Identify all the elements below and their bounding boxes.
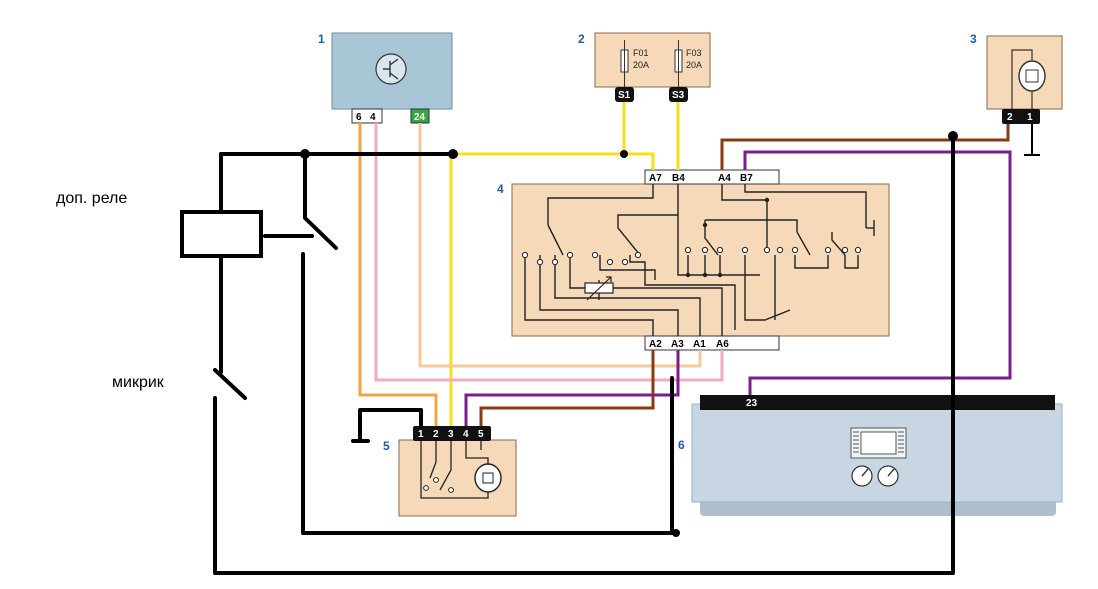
wire-black-relay-output [301,252,674,535]
c4-pin-a1: A1 [693,339,706,350]
c5-pin-2: 2 [433,429,439,440]
component-2: F01 20A F03 20A S1 S3 2 [578,32,711,102]
fuse-f01-rating: 20A [633,60,649,70]
microswitch-label: микрик [112,374,165,391]
wire-yellow-s1-a7 [622,102,655,170]
c4-pin-a7: A7 [649,173,662,184]
c2-pin-s1: S1 [618,90,631,101]
c5-pin-4: 4 [463,429,469,440]
wire-brown-a2-c5 [479,350,655,426]
relay-label: доп. реле [56,190,127,207]
c4-pin-b4: B4 [672,173,685,184]
c3-pin-1: 1 [1027,112,1033,123]
c3-number: 3 [970,32,977,46]
c3-pin-2: 2 [1007,112,1013,123]
wire-orange-c1-pin6 [358,123,438,426]
wire-peach-c1-pin24 [418,123,702,368]
wire-black-c5-ground [351,408,423,443]
c2-number: 2 [578,32,585,46]
component-6: 23 6 [678,395,1063,516]
wire-black-switch-feed [303,152,338,250]
c1-pin-4: 4 [370,112,376,123]
c5-pin-5: 5 [478,429,484,440]
c4-pin-a4: A4 [718,173,731,184]
c1-pin-6: 6 [356,112,362,123]
c4-pin-b7: B7 [740,173,753,184]
junction-dots [300,131,958,537]
component-4: A7 B4 A4 B7 A2 A3 A1 A6 4 [497,169,890,351]
c6-number: 6 [678,438,685,452]
fuse-f01-label: F01 [633,48,649,58]
fuse-f03-rating: 20A [686,60,702,70]
c1-pin-24: 24 [414,112,426,123]
component-5: 1 2 3 4 5 5 [383,426,517,517]
wire-purple-a3-c5 [464,350,680,426]
c1-number: 1 [318,32,325,46]
fuse-f03-label: F03 [686,48,702,58]
wire-black-ground-loop [213,134,955,575]
c5-pin-3: 3 [448,429,454,440]
component-1: 6 4 24 1 [318,32,453,124]
wire-black-micro-switch [213,368,247,400]
c4-pin-a6: A6 [716,339,729,350]
c4-number: 4 [497,182,504,196]
wire-purple-b7-c6 [743,150,1012,395]
wire-brown-a4-c3 [720,124,1010,170]
relay-coil [180,210,263,258]
c2-pin-s3: S3 [672,90,685,101]
c5-number: 5 [383,439,390,453]
c4-pin-a3: A3 [671,339,684,350]
c4-pin-a2: A2 [649,339,662,350]
c5-pin-1: 1 [418,429,424,440]
c6-pin-23: 23 [746,398,758,409]
component-3: 2 1 3 [970,32,1063,156]
wire-pink-c1-pin4 [374,123,724,382]
